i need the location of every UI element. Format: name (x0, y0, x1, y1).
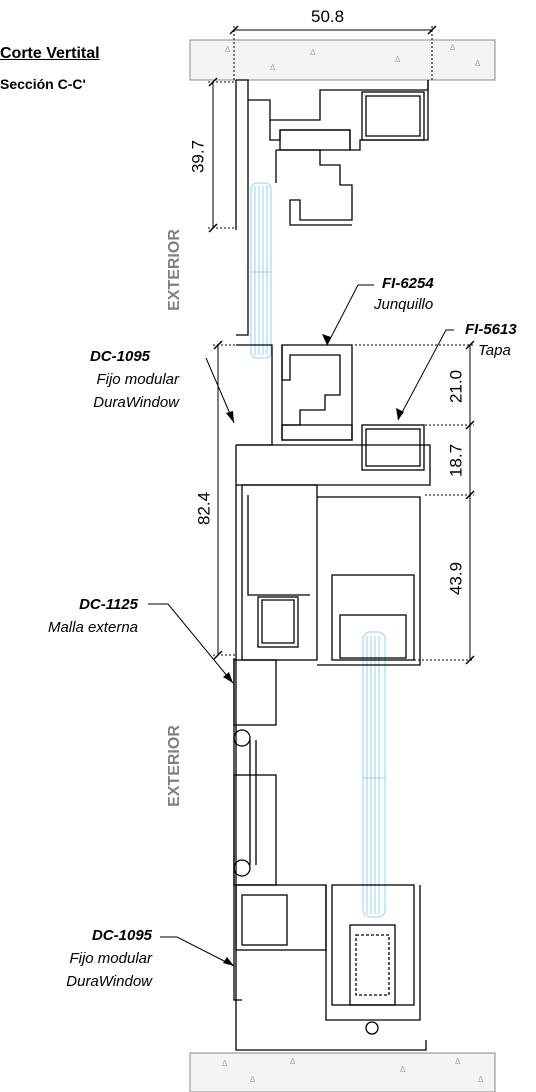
exterior-label-lower: EXTERIOR (166, 725, 183, 807)
lower-glass (362, 631, 386, 918)
svg-text:Δ: Δ (475, 59, 481, 68)
drawing-title: Corte Vertital (0, 45, 100, 62)
aluminum-profiles (233, 79, 431, 1051)
callout-desc-junquillo: Junquillo (374, 296, 434, 313)
callout-code-malla: DC-1125 (79, 596, 138, 613)
dim-overall-height: 82.4 (194, 491, 214, 526)
svg-text:Δ: Δ (250, 1075, 256, 1084)
bottom-concrete-slab: Δ Δ Δ Δ Δ Δ (189, 1052, 496, 1092)
svg-text:Δ: Δ (400, 1065, 406, 1074)
dim-top-height: 39.7 (188, 139, 208, 174)
dim-d2: 18.7 (446, 443, 466, 478)
svg-text:Δ: Δ (270, 63, 276, 72)
svg-text:Δ: Δ (395, 55, 401, 64)
svg-text:Δ: Δ (290, 1057, 296, 1066)
dim-d3: 43.9 (446, 561, 466, 596)
svg-text:Δ: Δ (225, 45, 231, 54)
exterior-label-upper: EXTERIOR (166, 229, 183, 311)
callout-desc-fijo-upper-2: DuraWindow (93, 394, 179, 411)
svg-text:Δ: Δ (222, 1059, 228, 1068)
callout-code-junquillo: FI-6254 (382, 275, 434, 292)
svg-text:Δ: Δ (455, 1057, 461, 1066)
callout-desc-malla: Malla externa (47, 619, 138, 636)
callout-desc-fijo-lower-1: Fijo modular (69, 950, 152, 967)
dim-top-width: 50.8 (311, 7, 345, 26)
top-concrete-slab: Δ Δ Δ Δ Δ Δ (189, 39, 496, 81)
dim-d1: 21.0 (446, 369, 466, 404)
upper-glass (250, 182, 272, 359)
svg-text:Δ: Δ (450, 43, 456, 52)
callout-desc-fijo-upper-1: Fijo modular (96, 371, 179, 388)
svg-text:Δ: Δ (478, 1075, 484, 1084)
dimension-lines (208, 25, 475, 665)
callout-code-tapa: FI-5613 (465, 321, 517, 338)
callout-code-fijo-upper: DC-1095 (89, 348, 150, 365)
callout-code-fijo-lower: DC-1095 (91, 927, 152, 944)
callout-desc-tapa: Tapa (478, 342, 511, 359)
drawing-subtitle: Sección C-C' (0, 76, 86, 92)
callout-desc-fijo-lower-2: DuraWindow (66, 973, 152, 990)
leader-lines (148, 284, 454, 967)
svg-text:Δ: Δ (310, 48, 316, 57)
